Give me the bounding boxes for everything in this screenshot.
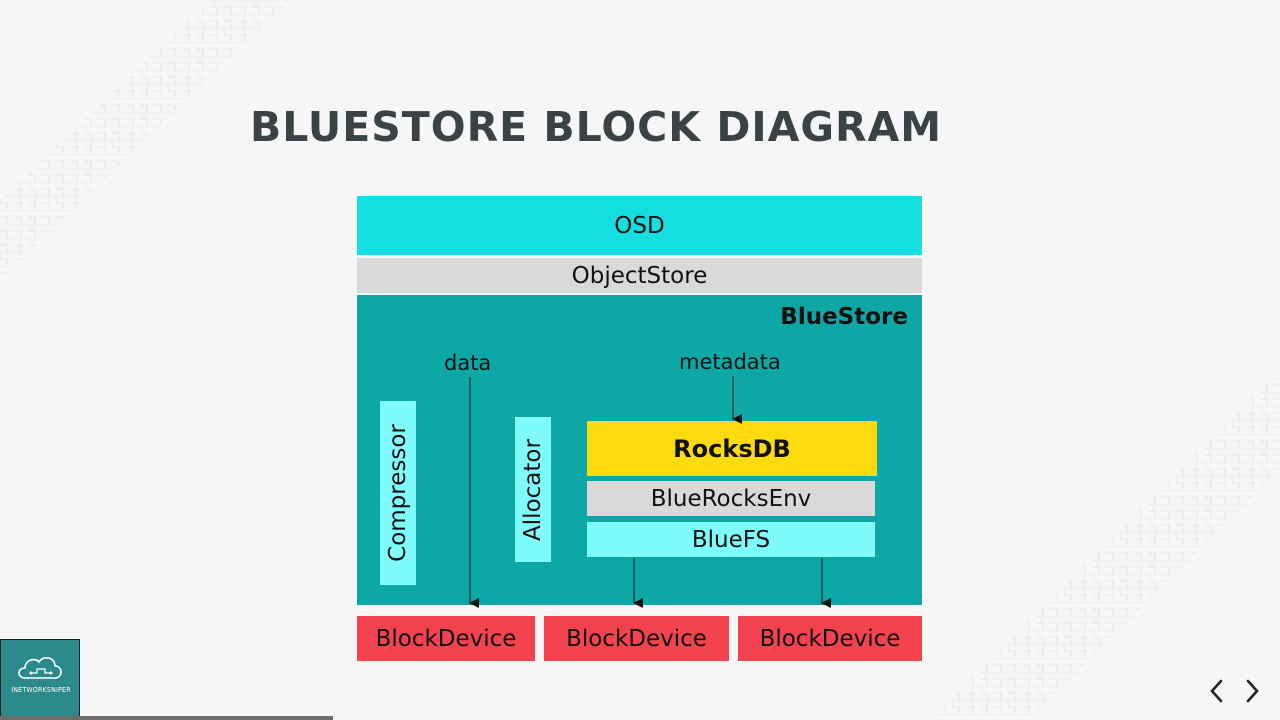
chevron-left-icon — [1210, 679, 1223, 703]
logo-text: INETWORKSNIPER — [11, 686, 71, 694]
slide-title: BLUESTORE BLOCK DIAGRAM — [250, 103, 943, 151]
data-label: data — [444, 351, 492, 375]
rocksdb-block: RocksDB — [587, 421, 877, 476]
bluerocksenv-block: BlueRocksEnv — [587, 481, 875, 516]
bluefs-block: BlueFS — [587, 522, 875, 557]
osd-layer: OSD — [357, 196, 922, 255]
blockdevice-3: BlockDevice — [738, 616, 922, 661]
blockdevice-1: BlockDevice — [357, 616, 535, 661]
compressor-block: Compressor — [380, 401, 416, 585]
cloud-network-icon — [18, 657, 62, 679]
bluestore-label: BlueStore — [780, 304, 908, 330]
compressor-label: Compressor — [385, 424, 412, 562]
next-slide-button[interactable] — [1238, 674, 1268, 708]
chevron-right-icon — [1246, 679, 1259, 703]
metadata-label: metadata — [679, 350, 781, 374]
objectstore-layer: ObjectStore — [357, 258, 922, 293]
brand-logo: INETWORKSNIPER — [0, 639, 80, 717]
slide-progress-bar — [0, 716, 333, 720]
allocator-label: Allocator — [520, 438, 546, 541]
allocator-block: Allocator — [515, 417, 551, 562]
previous-slide-button[interactable] — [1201, 674, 1231, 708]
blockdevice-2: BlockDevice — [544, 616, 729, 661]
